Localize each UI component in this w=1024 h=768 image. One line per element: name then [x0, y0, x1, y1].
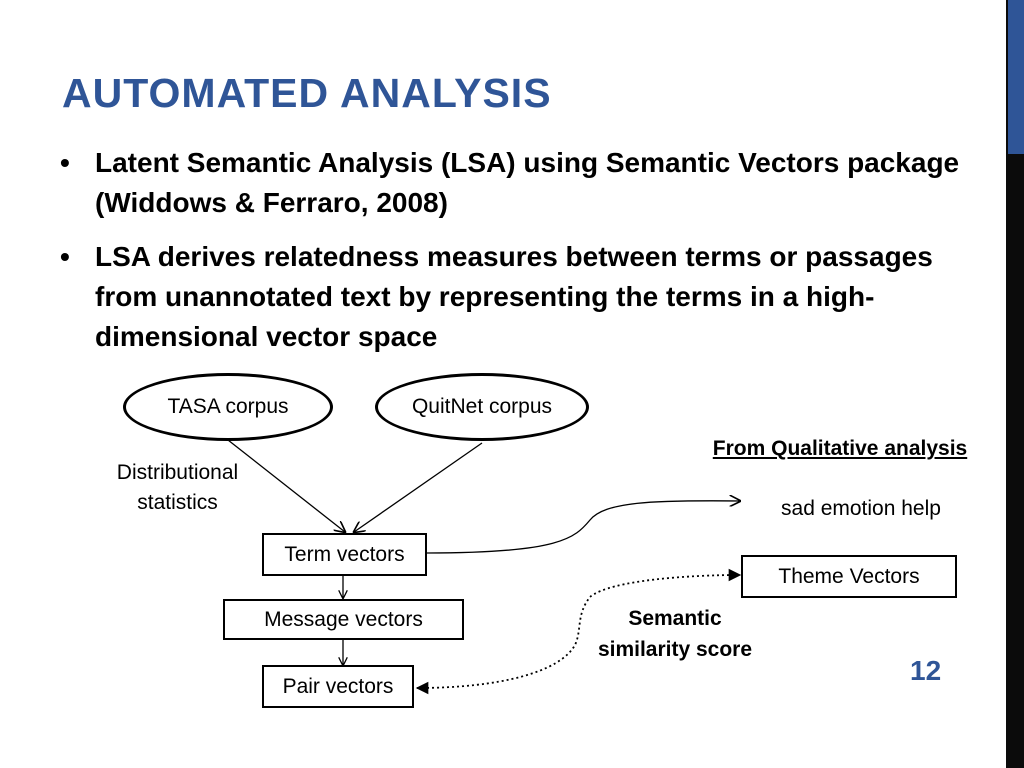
bullet-dot: •: [60, 241, 70, 272]
edge-pair-to-theme-dotted: [415, 568, 742, 695]
sad-emotion-label: sad emotion help: [781, 497, 941, 520]
tasa-corpus-node: TASA corpus: [123, 373, 333, 441]
distributional-label-line2: statistics: [137, 491, 218, 514]
edge-quitnet-to-term: [354, 442, 483, 532]
bullet-item: • Latent Semantic Analysis (LSA) using S…: [60, 143, 980, 223]
right-edge-bar: [1006, 0, 1024, 768]
bullet-dot: •: [60, 147, 70, 178]
theme-vectors-node: Theme Vectors: [741, 555, 957, 598]
message-vectors-node: Message vectors: [223, 599, 464, 640]
semantic-label-line2: similarity score: [597, 638, 753, 661]
bullet-text: Latent Semantic Analysis (LSA) using Sem…: [95, 147, 960, 218]
distributional-label-line1: Distributional: [116, 461, 239, 484]
term-vectors-node: Term vectors: [262, 533, 427, 576]
page-number: 12: [910, 655, 942, 686]
slide-title: Automated Analysis: [62, 70, 552, 116]
bullet-item: • LSA derives relatedness measures betwe…: [60, 237, 980, 357]
edge-term-to-sad-emotion: [426, 501, 740, 554]
edge-tasa-to-term: [227, 439, 345, 532]
bullet-list: • Latent Semantic Analysis (LSA) using S…: [60, 143, 980, 371]
quitnet-corpus-node: QuitNet corpus: [375, 373, 589, 441]
semantic-label-line1: Semantic: [628, 607, 722, 630]
right-edge-accent: [1008, 0, 1024, 154]
from-qualitative-label: From Qualitative analysis: [712, 437, 968, 460]
pair-vectors-node: Pair vectors: [262, 665, 414, 708]
bullet-text: LSA derives relatedness measures between…: [95, 241, 933, 352]
